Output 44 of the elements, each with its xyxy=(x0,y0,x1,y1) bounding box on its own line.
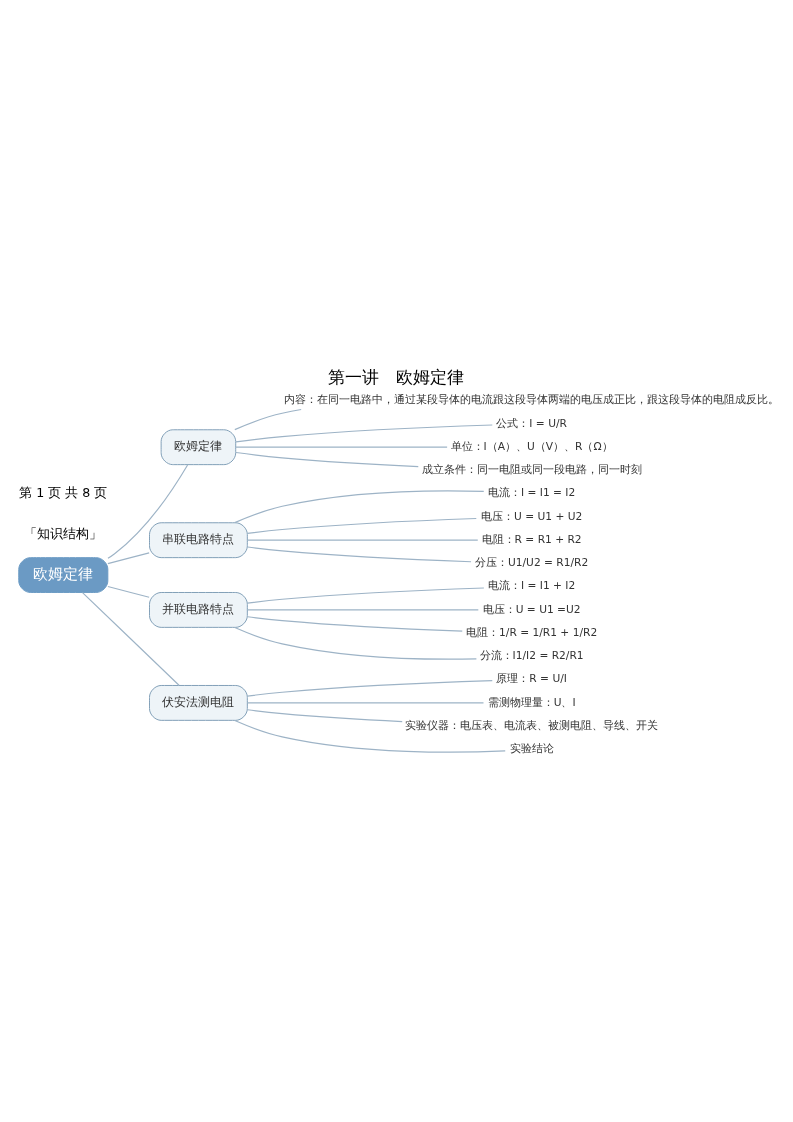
node-text: 公式：I = U/R xyxy=(496,416,567,430)
node-text: 需测物理量：U、I xyxy=(487,695,576,709)
connector xyxy=(235,423,493,442)
node-box: 串联电路特点 xyxy=(149,521,248,558)
label: 第 1 页 共 8 页 xyxy=(19,484,108,500)
node-text: 单位：I（A）、U（V）、R（Ω） xyxy=(450,439,613,453)
node-box: 欧姆定律 xyxy=(160,428,237,465)
connector xyxy=(247,701,485,703)
node-text: 电阻：R = R1 + R2 xyxy=(481,532,582,546)
node-text: 成立条件：同一电阻或同一段电路，同一时刻 xyxy=(421,462,642,476)
diagram-title: 第一讲 欧姆定律 xyxy=(328,366,465,387)
node-box: 伏安法测电阻 xyxy=(149,684,248,721)
connector xyxy=(246,586,485,604)
connector xyxy=(246,517,477,534)
node-text: 电流：I = I1 = I2 xyxy=(487,485,576,499)
node-text: 电压：U = U1 + U2 xyxy=(480,509,583,523)
connector xyxy=(247,608,479,610)
connector xyxy=(234,489,485,523)
connector xyxy=(235,451,419,467)
connector xyxy=(247,539,479,541)
connector xyxy=(246,679,493,697)
node-text: 电阻：1/R = 1/R1 + 1/R2 xyxy=(466,625,598,639)
connector xyxy=(234,408,302,430)
node-text: 原理：R = U/I xyxy=(496,671,567,685)
connector xyxy=(235,446,448,448)
connector xyxy=(81,591,180,686)
connector xyxy=(246,615,463,632)
connector xyxy=(246,708,403,722)
connector xyxy=(246,545,472,562)
node-text: 分流：I1/I2 = R2/R1 xyxy=(479,648,584,662)
label: 「知识结构」 xyxy=(24,525,103,541)
node-text: 实验结论 xyxy=(509,741,554,755)
connector xyxy=(107,463,189,559)
node-text: 实验仪器：电压表、电流表、被测电阻、导线、开关 xyxy=(405,718,659,732)
connector xyxy=(107,551,150,564)
node-text: 电流：I = I1 + I2 xyxy=(487,578,576,592)
node-text: 分压：U1/U2 = R1/R2 xyxy=(474,555,589,569)
connector xyxy=(234,626,477,660)
node-box: 欧姆定律 xyxy=(18,556,109,593)
connector xyxy=(234,719,506,753)
node-text: 内容：在同一电路中，通过某段导体的电流跟这段导体两端的电压成正比，跟这段导体的电阻成反比。 xyxy=(284,392,780,406)
connector xyxy=(107,585,150,598)
node-box: 并联电路特点 xyxy=(149,591,248,628)
node-text: 电压：U = U1 =U2 xyxy=(482,602,581,616)
